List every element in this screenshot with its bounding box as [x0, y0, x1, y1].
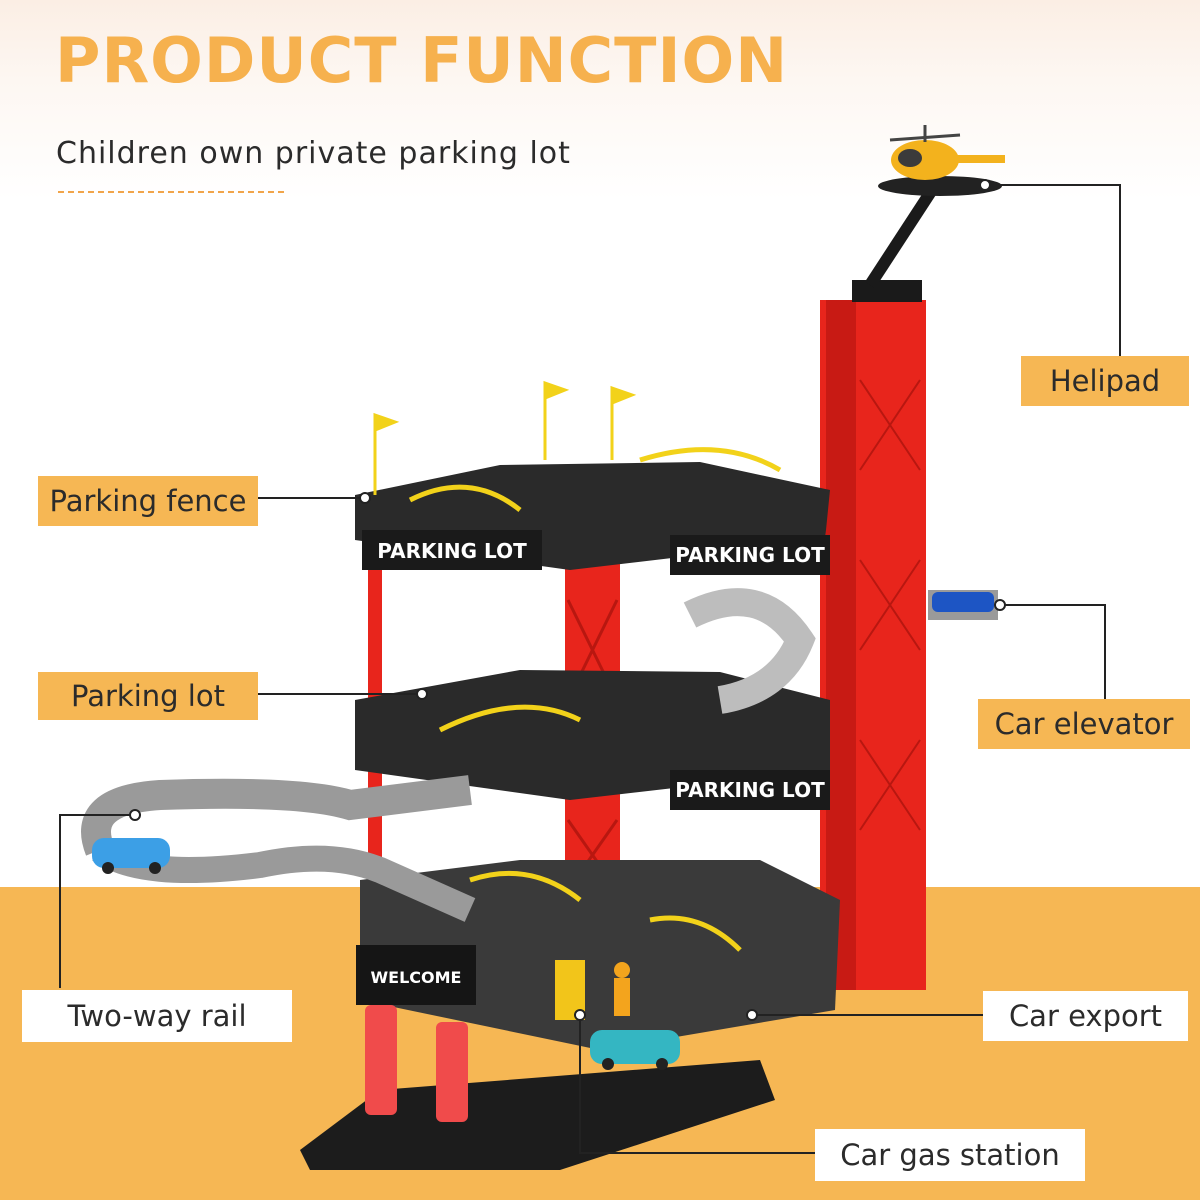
bottom-deck [360, 860, 840, 1050]
label-car-export: Car export [983, 991, 1188, 1041]
sign-middle: PARKING LOT [675, 778, 825, 802]
teal-race-car [590, 1030, 680, 1070]
orange-figure [614, 962, 630, 1016]
page-title: PRODUCT FUNCTION [55, 24, 789, 97]
upper-ramp [683, 588, 816, 714]
label-car-elevator: Car elevator [978, 699, 1190, 749]
left-foam-pillar [365, 1005, 397, 1115]
middle-deck [355, 670, 830, 800]
elevator-tower-bracing [859, 379, 921, 831]
helipad-arm [864, 186, 938, 289]
label-parking-lot: Parking lot [38, 672, 258, 720]
subtitle-divider [58, 191, 284, 193]
page-subtitle: Children own private parking lot [56, 136, 571, 171]
elevator-tower-shadow [826, 300, 856, 990]
sign-upper-left: PARKING LOT [377, 539, 527, 563]
sign-upper-right: PARKING LOT [675, 543, 825, 567]
gas-pump [555, 960, 585, 1020]
tower-cap [852, 280, 922, 302]
welcome-sign: WELCOME [371, 968, 462, 987]
helicopter-icon [889, 125, 1005, 180]
right-foam-pillar [436, 1022, 468, 1122]
yellow-flags [373, 380, 637, 495]
sign-upper-right-bg [670, 535, 830, 575]
welcome-sign-bg [356, 945, 476, 1005]
sign-middle-bg [670, 770, 830, 810]
helipad-deck [878, 176, 1002, 196]
elevator-car [928, 590, 998, 620]
label-two-way-rail: Two-way rail [22, 990, 292, 1042]
sign-upper-left-bg [362, 530, 542, 570]
yellow-parking-fences [408, 447, 782, 952]
label-car-gas-station: Car gas station [815, 1129, 1085, 1181]
label-helipad: Helipad [1021, 356, 1189, 406]
label-parking-fence: Parking fence [38, 476, 258, 526]
